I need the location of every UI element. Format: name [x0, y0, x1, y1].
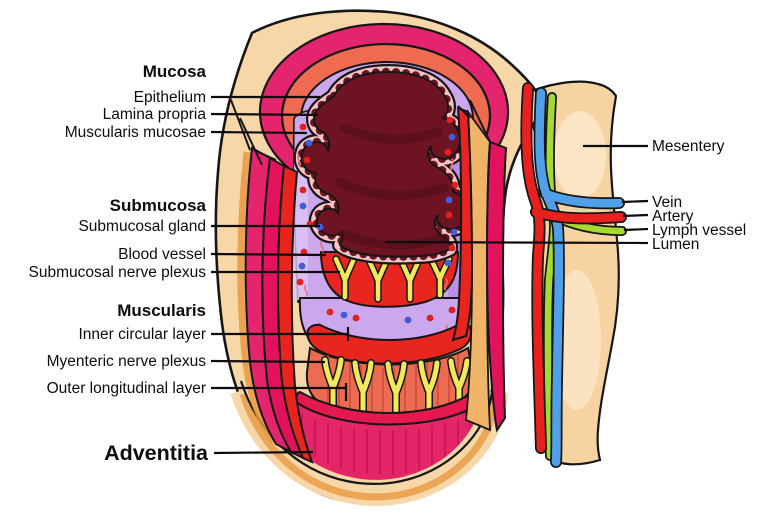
leader-lymph-vessel	[623, 227, 649, 232]
mucosa-lumen-mass	[302, 72, 468, 257]
label-submucosal-gland: Submucosal gland	[78, 218, 206, 235]
vein-shape	[533, 87, 625, 468]
label-submucosal-nerve-plexus: Submucosal nerve plexus	[29, 264, 207, 281]
serosa-shade-strip	[237, 151, 277, 445]
label-artery: Artery	[652, 208, 694, 225]
label-mesentery: Mesentery	[652, 138, 725, 155]
leader-blood-vessel	[210, 252, 327, 257]
leader-lumen	[384, 240, 649, 245]
label-inner-circular-layer: Inner circular layer	[79, 326, 207, 343]
leader-vein	[621, 199, 649, 204]
label-lamina-propria: Lamina propria	[103, 106, 207, 123]
leader-inner-circular-layer	[211, 327, 350, 341]
leader-lines	[210, 95, 649, 455]
leader-adventitia	[213, 450, 314, 455]
label-vein: Vein	[652, 194, 682, 211]
submucosal-nerve-plexus-shapes	[332, 255, 453, 303]
myenteric-nerve-plexus-shapes	[321, 356, 471, 418]
submucosal-vessel-layer	[319, 251, 460, 308]
label-lymph-vessel: Lymph vessel	[652, 222, 746, 239]
right-wall-strips	[451, 99, 508, 433]
label-submucosa: Submucosa	[110, 196, 207, 215]
label-blood-vessel: Blood vessel	[118, 246, 206, 263]
label-muscularis-mucosae: Muscularis mucosae	[65, 124, 206, 141]
tract-tube	[214, 9, 543, 503]
fold-lines-right	[457, 99, 491, 143]
vascular-strip-right	[451, 106, 474, 342]
artery-shape	[520, 82, 627, 454]
label-epithelium: Epithelium	[134, 89, 206, 106]
label-lumen: Lumen	[652, 236, 699, 253]
label-outer-longitudinal-layer: Outer longitudinal layer	[47, 380, 206, 397]
label-muscularis: Muscularis	[117, 301, 206, 320]
mesentery-highlight-2	[553, 270, 601, 410]
label-myenteric-nerve-plexus: Myenteric nerve plexus	[47, 353, 207, 370]
label-texts: Mucosa Epithelium Lamina propria Muscula…	[29, 62, 747, 465]
leader-myenteric-nerve-plexus	[210, 359, 326, 364]
leader-muscularis-mucosae	[210, 130, 308, 135]
leader-lamina-propria	[210, 112, 319, 117]
fold-lines-left	[230, 99, 277, 166]
circular-strip-right	[486, 140, 508, 433]
lumen-fold-shading	[335, 123, 449, 250]
mesentery-vessels	[520, 82, 627, 468]
mesentery-highlight	[554, 111, 606, 199]
label-adventitia: Adventitia	[104, 441, 209, 465]
label-mucosa: Mucosa	[143, 62, 207, 81]
leader-outer-longitudinal-layer	[211, 383, 348, 401]
leader-artery	[622, 213, 649, 218]
